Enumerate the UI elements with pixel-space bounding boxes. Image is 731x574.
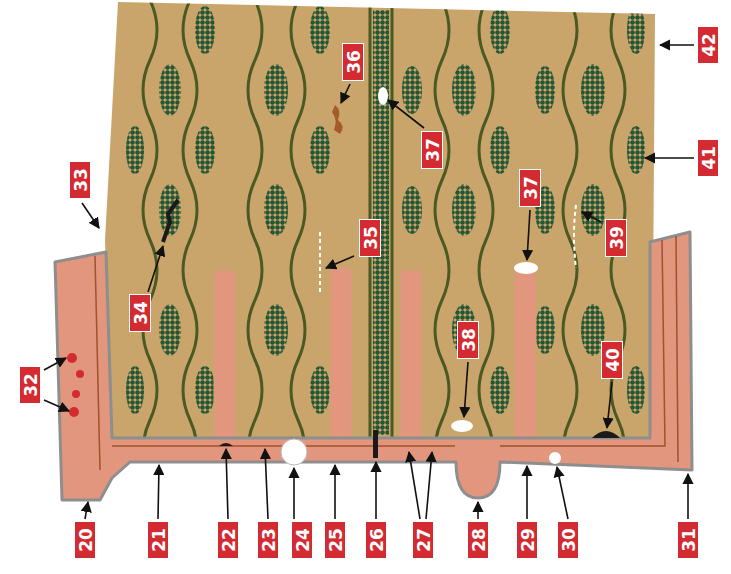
fibre-plies — [126, 0, 645, 480]
callout-number: 39 — [605, 219, 627, 257]
callout-number: 23 — [257, 521, 279, 559]
skin-layer — [55, 232, 692, 500]
callout-number: 31 — [677, 521, 699, 559]
callout-number: 21 — [147, 521, 169, 559]
callout-number: 34 — [129, 294, 151, 332]
callout-number: 37 — [519, 169, 541, 207]
callout-number: 37 — [421, 131, 443, 169]
resin-fingers — [214, 268, 536, 442]
defects — [67, 87, 620, 465]
callout-number: 20 — [74, 521, 96, 559]
callout-number: 24 — [291, 521, 313, 559]
callout-number: 25 — [324, 521, 346, 559]
callout-number: 30 — [557, 521, 579, 559]
callout-number: 28 — [467, 521, 489, 559]
callout-number: 38 — [457, 321, 479, 359]
callout-number: 36 — [342, 43, 364, 81]
leader-lines — [44, 45, 694, 519]
callout-number: 26 — [365, 521, 387, 559]
ply-lines — [95, 236, 678, 470]
callout-number: 32 — [19, 366, 41, 404]
callout-number: 40 — [601, 341, 623, 379]
callout-number: 22 — [217, 521, 239, 559]
callout-number: 41 — [697, 139, 719, 177]
callout-number: 35 — [359, 219, 381, 257]
callout-number: 27 — [412, 521, 434, 559]
callout-number: 33 — [69, 161, 91, 199]
laminate-body — [105, 2, 655, 440]
callout-number: 29 — [516, 521, 538, 559]
callout-number: 42 — [697, 26, 719, 64]
